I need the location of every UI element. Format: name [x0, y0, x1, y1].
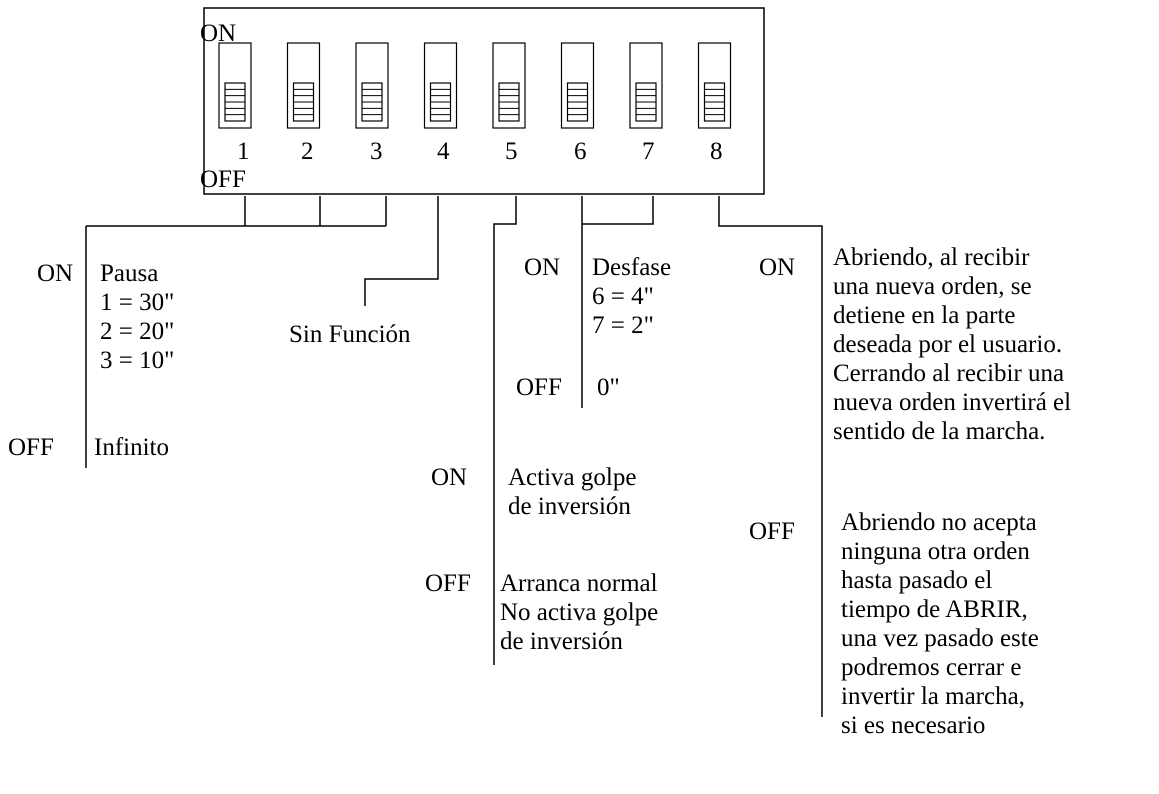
switch-off-label: OFF	[200, 166, 246, 193]
switch8-off-line-6: podremos cerrar e	[841, 654, 1022, 681]
pausa-title: Pausa	[100, 260, 159, 287]
switch8-on-line-1: Abriendo, al recibir	[833, 244, 1030, 271]
pausa-on-text: Pausa 1 = 30" 2 = 20" 3 = 10"	[100, 259, 174, 375]
switch5-off-line-3: de inversión	[500, 628, 623, 655]
pausa-line-1: 1 = 30"	[100, 289, 175, 316]
switch-on-label: ON	[200, 20, 237, 47]
connector-switch-5	[493, 196, 517, 665]
switch-number-7: 7	[642, 138, 655, 165]
switch8-on-line-3: detiene en la parte	[833, 302, 1016, 329]
switch5-off-label: OFF	[425, 570, 471, 597]
desfase-off-label: OFF	[516, 374, 562, 401]
desfase-on-label: ON	[524, 254, 561, 281]
desfase-line-1: 6 = 4"	[592, 283, 654, 310]
switch8-on-line-2: una nueva orden, se	[833, 273, 1032, 300]
switch-row	[218, 42, 732, 129]
switch5-on-line-2: de inversión	[508, 493, 631, 520]
switch-number-8: 8	[710, 138, 723, 165]
connector-switches-6-7	[581, 196, 654, 408]
switch8-off-line-3: hasta pasado el	[841, 567, 993, 594]
switch5-off-text: Arranca normal No activa golpe de invers…	[500, 569, 658, 656]
dip-switch-housing	[203, 7, 765, 195]
connector-switch-8	[718, 196, 823, 717]
desfase-line-2: 7 = 2"	[592, 312, 654, 339]
switch-slot-8	[697, 42, 732, 129]
desfase-title: Desfase	[592, 254, 672, 281]
switch-number-1: 1	[237, 138, 250, 165]
switch8-off-line-4: tiempo de ABRIR,	[841, 596, 1028, 623]
pausa-line-2: 2 = 20"	[100, 318, 175, 345]
connector-switches-1-3	[85, 196, 387, 468]
switch8-off-line-1: Abriendo no acepta	[841, 509, 1037, 536]
pausa-on-label: ON	[37, 260, 74, 287]
switch-slot-7	[629, 42, 663, 129]
switch8-off-line-2: ninguna otra orden	[841, 538, 1030, 565]
switch8-on-line-6: nueva orden invertirá el	[833, 389, 1072, 416]
pausa-off-text: Infinito	[94, 434, 169, 461]
switch8-on-line-7: sentido de la marcha.	[833, 418, 1046, 445]
switch-slot-4	[423, 42, 458, 129]
switch8-off-line-7: invertir la marcha,	[841, 683, 1025, 710]
sin-funcion-text: Sin Función	[289, 321, 411, 348]
switch5-off-line-1: Arranca normal	[500, 570, 658, 597]
switch8-off-text: Abriendo no acepta ninguna otra orden ha…	[841, 508, 1039, 740]
switch8-off-line-5: una vez pasado este	[841, 625, 1039, 652]
switch8-on-line-4: deseada por el usuario.	[833, 331, 1063, 358]
switch8-off-line-8: si es necesario	[841, 712, 986, 739]
switch8-off-label: OFF	[749, 518, 795, 545]
desfase-on-text: Desfase 6 = 4" 7 = 2"	[592, 253, 671, 340]
switch5-on-line-1: Activa golpe	[508, 464, 637, 491]
switch-number-5: 5	[505, 138, 518, 165]
switch5-off-line-2: No activa golpe	[500, 599, 659, 626]
switch-slot-6	[560, 42, 595, 129]
switch-number-2: 2	[301, 138, 314, 165]
switch-number-4: 4	[437, 138, 450, 165]
desfase-off-text: 0"	[597, 374, 620, 401]
pausa-off-label: OFF	[8, 434, 54, 461]
connector-lines	[85, 196, 823, 717]
switch8-on-line-5: Cerrando al recibir una	[833, 360, 1065, 387]
switch-slot-1	[218, 42, 252, 129]
switch-slot-3	[355, 42, 389, 129]
switch8-on-text: Abriendo, al recibir una nueva orden, se…	[833, 243, 1071, 446]
switch5-on-text: Activa golpe de inversión	[508, 463, 636, 521]
switch-slot-5	[492, 42, 526, 129]
switch-slot-2	[286, 42, 321, 129]
switch-number-6: 6	[574, 138, 587, 165]
switch8-on-label: ON	[759, 254, 796, 281]
switch5-on-label: ON	[431, 464, 468, 491]
pausa-line-3: 3 = 10"	[100, 347, 175, 374]
connector-switch-4	[364, 196, 439, 306]
switch-number-3: 3	[370, 138, 383, 165]
